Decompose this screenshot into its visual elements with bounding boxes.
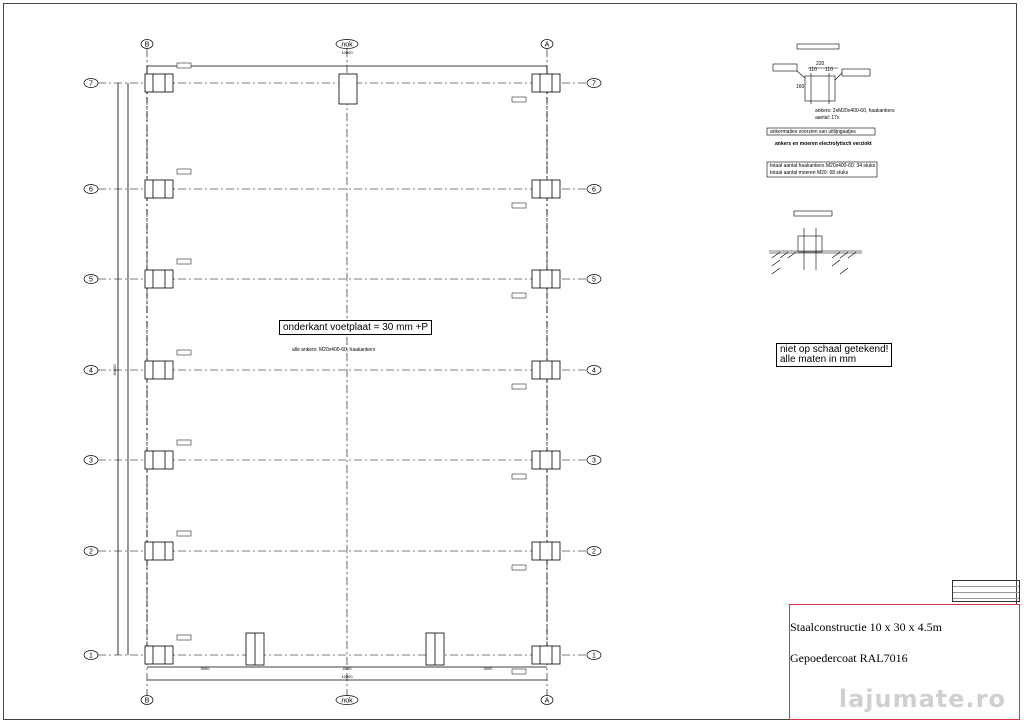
scale-note: niet op schaal getekend! alle maten in m… (776, 343, 893, 367)
ridge-plate (338, 73, 358, 105)
row-bubble-5-left (83, 274, 99, 284)
row-bubble-5-right (586, 274, 602, 284)
anchor-dim-160: 160 (796, 84, 805, 90)
totals-line-2: totaal aantal moeren M20: 68 stuks (770, 170, 849, 176)
base-plate-2-B (144, 530, 192, 561)
title-block: Staalconstructie 10 x 30 x 4.5m Gepoeder… (789, 604, 1020, 720)
row-bubble-label-2: 2 (592, 549, 596, 556)
anchor-dim-110-b: 110 (825, 67, 833, 73)
row-bubble-3-right (586, 455, 602, 465)
col-bubble-nok-top (335, 39, 359, 49)
row-bubble-1-left (83, 650, 99, 660)
revision-table (952, 580, 1020, 602)
row-bubble-2-right (586, 546, 602, 556)
col-bubble-label-nok: nok (341, 42, 353, 49)
anchor-dim-110-a: 110 (809, 67, 817, 73)
scale-note-line-1: niet op schaal getekend! (780, 344, 889, 355)
row-bubble-1-right (586, 650, 602, 660)
row-bubble-label-7: 7 (89, 81, 93, 88)
base-plate-3-A (511, 450, 561, 480)
dim-total-length: 30000 (112, 364, 117, 376)
base-plate-7-A (511, 73, 561, 103)
scale-note-line-2: alle maten in mm (780, 354, 857, 365)
anchors-detail-note: ankers: 2xM20x400-60, haakankers (815, 108, 895, 114)
all-anchors-note: alle ankers: M20x400-60, haakankers (292, 347, 376, 353)
base-plate-4-B (144, 349, 192, 380)
base-plate-5-B (144, 258, 192, 289)
dim-segment-2: 4000 (343, 666, 353, 671)
base-plate-6-A (511, 179, 561, 209)
row-bubble-label-6: 6 (89, 187, 93, 194)
title-line-2: Gepoedercoat RAL7016 (790, 651, 908, 665)
row-bubble-2-left (83, 546, 99, 556)
col-bubble-A-top (540, 39, 554, 49)
underside-footplate-note: onderkant voetplaat = 30 mm +P (279, 320, 433, 335)
col-bubble-A-bottom (540, 695, 554, 705)
col-bubble-label-A: A (545, 42, 550, 49)
row-bubble-label-1: 1 (89, 653, 93, 660)
row-bubble-label-5: 5 (592, 277, 596, 284)
row-bubble-label-3: 3 (592, 458, 596, 465)
row-bubble-4-right (586, 365, 602, 375)
base-plate-2-A (511, 541, 561, 571)
sheet-border (3, 3, 1017, 720)
base-plate-4-A (511, 360, 561, 390)
anchor-method-title: ankermaties voorzien van uitlijngaatjes (770, 129, 856, 135)
col-bubble-label-nok: nok (341, 698, 353, 705)
anchor-dim-220: 220 (816, 61, 825, 67)
row-bubble-label-4: 4 (89, 368, 93, 375)
base-plate-7-B (144, 62, 192, 93)
row-bubble-6-right (586, 184, 602, 194)
base-plate-1-A (511, 645, 561, 675)
row-bubble-label-2: 2 (89, 549, 93, 556)
dim-segment-1: 3000 (201, 666, 211, 671)
row-bubble-label-4: 4 (592, 368, 596, 375)
col-bubble-label-A: A (545, 698, 550, 705)
base-plate-6-B (144, 168, 192, 199)
base-plate-3-B (144, 439, 192, 470)
row-bubble-6-left (83, 184, 99, 194)
row-bubble-3-left (83, 455, 99, 465)
row-bubble-label-1: 1 (592, 653, 596, 660)
gable-post-plate-1 (245, 632, 265, 666)
gable-post-plate-2 (425, 632, 445, 666)
row-bubble-7-left (83, 78, 99, 88)
row-bubble-7-right (586, 78, 602, 88)
row-bubble-label-3: 3 (89, 458, 93, 465)
title-line-1: Staalconstructie 10 x 30 x 4.5m (790, 620, 942, 634)
row-bubble-label-7: 7 (592, 81, 596, 88)
col-bubble-label-B: B (145, 42, 150, 49)
dim-segment-3: 3000 (484, 666, 494, 671)
row-bubble-4-left (83, 365, 99, 375)
anchors-count-note: aantal: 17x (815, 115, 840, 121)
col-bubble-B-bottom (140, 695, 154, 705)
col-bubble-B-top (140, 39, 154, 49)
dim-total-width-bottom: 10000 (341, 674, 353, 679)
col-bubble-label-B: B (145, 698, 150, 705)
watermark: lajumate.ro (838, 685, 1006, 713)
row-bubble-label-6: 6 (592, 187, 596, 194)
base-plate-5-A (511, 269, 561, 299)
anchor-method-text: ankers en moeren electrolytisch verzinkt (775, 141, 872, 147)
totals-line-1: totaal aantal haakankers M20x400-60: 34 … (770, 163, 876, 169)
row-bubble-label-5: 5 (89, 277, 93, 284)
dim-total-width-top: 10000 (341, 50, 353, 55)
base-plate-1-B (144, 634, 192, 665)
col-bubble-nok-bottom (335, 695, 359, 705)
